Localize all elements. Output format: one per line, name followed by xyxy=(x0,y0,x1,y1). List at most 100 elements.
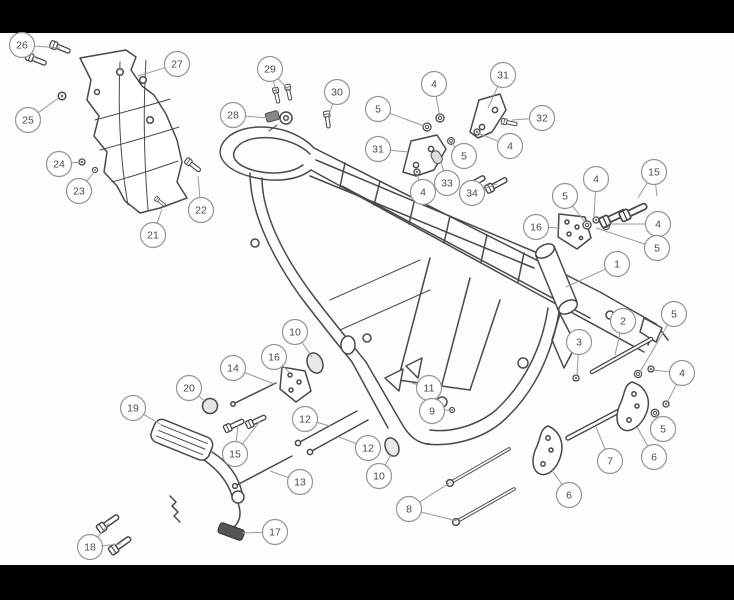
callout-number: 12 xyxy=(299,414,311,426)
callout-circle xyxy=(119,394,147,422)
leader-line xyxy=(86,171,95,182)
leader-line xyxy=(277,78,290,92)
leader-line xyxy=(390,149,409,153)
callout-5: 5 xyxy=(649,415,677,443)
callout-1: 1 xyxy=(603,250,631,278)
leader-line xyxy=(637,182,648,199)
letterbox-top xyxy=(0,0,734,33)
callout-31: 31 xyxy=(364,135,392,163)
callout-18: 18 xyxy=(76,533,104,561)
leader-line xyxy=(420,511,458,522)
callout-number: 3 xyxy=(576,337,582,349)
part-rods xyxy=(222,336,654,527)
callout-7: 7 xyxy=(596,447,624,475)
callout-4: 4 xyxy=(496,132,524,160)
callout-number: 8 xyxy=(406,504,412,516)
callout-number: 5 xyxy=(461,151,467,163)
callout-circle xyxy=(596,447,624,475)
leader-line xyxy=(156,208,163,224)
letterbox-bottom xyxy=(0,565,734,600)
callout-circle xyxy=(175,374,203,402)
callout-number: 19 xyxy=(127,403,139,415)
callout-circle xyxy=(256,55,284,83)
callout-circle xyxy=(8,31,36,59)
callout-circle xyxy=(163,50,191,78)
callout-3: 3 xyxy=(565,328,593,356)
leader-line xyxy=(411,382,418,385)
leader-line xyxy=(197,175,201,198)
callout-number: 30 xyxy=(331,87,343,99)
callout-number: 27 xyxy=(171,59,183,71)
callout-14: 14 xyxy=(219,354,247,382)
callout-number: 26 xyxy=(16,40,28,52)
callout-5: 5 xyxy=(643,234,671,262)
callout-circle xyxy=(219,354,247,382)
callout-circle xyxy=(286,468,314,496)
callout-circle xyxy=(364,135,392,163)
callout-number: 20 xyxy=(183,383,195,395)
callout-circle xyxy=(489,61,517,89)
callout-circle xyxy=(65,177,93,205)
leader-line xyxy=(241,531,263,534)
callout-10: 10 xyxy=(281,318,309,346)
callout-29: 29 xyxy=(256,55,284,83)
part-footrest-assembly xyxy=(95,418,245,557)
leader-line xyxy=(143,413,161,425)
callout-circle xyxy=(365,462,393,490)
callout-circle xyxy=(45,150,73,178)
leader-line xyxy=(97,522,110,538)
leader-line xyxy=(565,268,606,288)
callout-15: 15 xyxy=(640,158,668,186)
callout-circle xyxy=(409,178,437,206)
callout-28: 28 xyxy=(219,101,247,129)
callout-number: 33 xyxy=(441,178,453,190)
leader-line xyxy=(483,183,498,190)
leader-line xyxy=(595,426,606,450)
leader-line xyxy=(37,96,61,114)
callout-12: 12 xyxy=(291,405,319,433)
leader-line xyxy=(338,436,357,445)
callout-number: 6 xyxy=(651,452,657,464)
callout-circle xyxy=(323,78,351,106)
leader-line xyxy=(198,395,207,403)
callout-4: 4 xyxy=(409,178,437,206)
callout-5: 5 xyxy=(660,300,688,328)
callout-number: 1 xyxy=(614,259,620,271)
leader-line xyxy=(244,372,275,385)
callout-6: 6 xyxy=(640,443,668,471)
callout-4: 4 xyxy=(582,165,610,193)
frame-main xyxy=(219,126,669,446)
leader-line xyxy=(440,161,445,172)
callout-circle xyxy=(420,70,448,98)
callout-number: 4 xyxy=(431,79,437,91)
leader-line xyxy=(572,205,586,223)
callout-circle xyxy=(649,415,677,443)
callout-number: 6 xyxy=(566,490,572,502)
leader-line xyxy=(651,369,670,373)
callout-circle xyxy=(668,359,696,387)
leader-line xyxy=(235,424,239,442)
callout-number: 4 xyxy=(679,368,685,380)
leader-line xyxy=(450,142,456,148)
callout-number: 15 xyxy=(229,449,241,461)
callout-number: 4 xyxy=(655,219,661,231)
callout-12: 12 xyxy=(354,434,382,462)
callout-circle xyxy=(496,132,524,160)
callout-9: 9 xyxy=(418,397,446,425)
callout-circle xyxy=(281,318,309,346)
callout-number: 11 xyxy=(424,383,435,395)
callout-17: 17 xyxy=(261,518,289,546)
callout-22: 22 xyxy=(187,196,215,224)
leader-line xyxy=(327,103,334,118)
leader-line xyxy=(272,80,278,95)
callout-circle xyxy=(582,165,610,193)
callout-circle xyxy=(609,307,637,335)
part-hardware xyxy=(413,113,670,418)
callout-10: 10 xyxy=(365,462,393,490)
callout-number: 18 xyxy=(84,542,96,554)
callout-number: 5 xyxy=(671,309,677,321)
callout-circle xyxy=(76,533,104,561)
callout-26: 26 xyxy=(8,31,36,59)
callout-number: 15 xyxy=(648,167,660,179)
